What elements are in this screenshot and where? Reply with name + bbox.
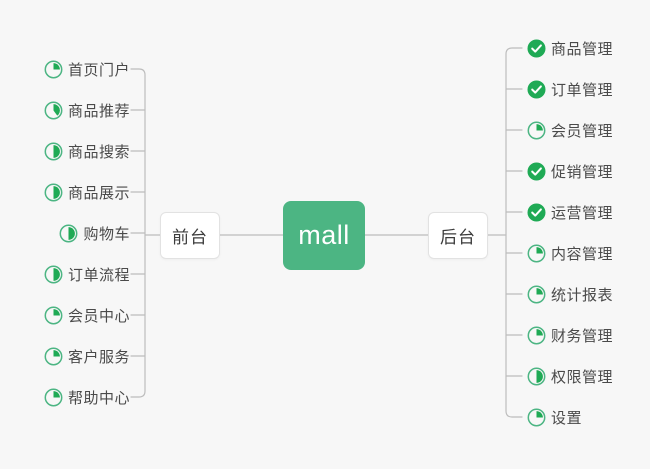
branch-back-item-list: 商品管理 订单管理 会员管理 促销管理 运营管理 内容管理 统计报表 财务管理 … — [527, 28, 650, 438]
leaf-item[interactable]: 购物车 — [0, 213, 130, 254]
leaf-item[interactable]: 会员管理 — [527, 110, 650, 151]
pie-progress-icon — [527, 326, 546, 345]
branch-node-front-label: 前台 — [172, 228, 208, 247]
leaf-item-label: 购物车 — [83, 226, 130, 243]
leaf-item[interactable]: 促销管理 — [527, 151, 650, 192]
leaf-item-label: 会员中心 — [67, 308, 130, 325]
leaf-item-label: 帮助中心 — [67, 390, 130, 407]
branch-front-item-list: 首页门户 商品推荐 商品搜索 商品展示 购物车 订单流程 会员中心 客户服务 帮… — [0, 49, 130, 418]
branch-node-front[interactable]: 前台 — [160, 212, 220, 259]
pie-progress-icon — [44, 142, 63, 161]
pie-progress-icon — [44, 60, 63, 79]
leaf-item[interactable]: 首页门户 — [0, 49, 130, 90]
leaf-item-label: 运营管理 — [551, 205, 614, 222]
leaf-item-label: 商品搜索 — [67, 144, 130, 161]
leaf-item-label: 会员管理 — [551, 123, 614, 140]
leaf-item-label: 财务管理 — [551, 328, 614, 345]
pie-progress-icon — [59, 224, 78, 243]
root-node-mall[interactable]: mall — [283, 201, 365, 270]
pie-progress-icon — [44, 306, 63, 325]
pie-progress-icon — [44, 265, 63, 284]
leaf-item-label: 设置 — [551, 410, 583, 427]
leaf-item-label: 订单流程 — [67, 267, 130, 284]
leaf-item[interactable]: 运营管理 — [527, 192, 650, 233]
root-node-label: mall — [298, 220, 350, 250]
leaf-item-label: 商品展示 — [67, 185, 130, 202]
leaf-item[interactable]: 设置 — [527, 397, 650, 438]
check-circle-icon — [527, 203, 546, 222]
leaf-item[interactable]: 帮助中心 — [0, 377, 130, 418]
pie-progress-icon — [527, 285, 546, 304]
pie-progress-icon — [44, 347, 63, 366]
branch-node-back-label: 后台 — [440, 228, 476, 247]
leaf-item-label: 商品推荐 — [67, 103, 130, 120]
leaf-item-label: 首页门户 — [67, 62, 130, 79]
leaf-item[interactable]: 订单管理 — [527, 69, 650, 110]
check-circle-icon — [527, 39, 546, 58]
pie-progress-icon — [44, 101, 63, 120]
leaf-item[interactable]: 客户服务 — [0, 336, 130, 377]
leaf-item[interactable]: 统计报表 — [527, 274, 650, 315]
leaf-item[interactable]: 内容管理 — [527, 233, 650, 274]
leaf-item-label: 权限管理 — [551, 369, 614, 386]
branch-node-back[interactable]: 后台 — [428, 212, 488, 259]
leaf-item[interactable]: 会员中心 — [0, 295, 130, 336]
leaf-item[interactable]: 权限管理 — [527, 356, 650, 397]
pie-progress-icon — [527, 244, 546, 263]
leaf-item-label: 订单管理 — [551, 82, 614, 99]
pie-progress-icon — [527, 408, 546, 427]
pie-progress-icon — [44, 388, 63, 407]
pie-progress-icon — [527, 121, 546, 140]
leaf-item-label: 促销管理 — [551, 164, 614, 181]
leaf-item[interactable]: 财务管理 — [527, 315, 650, 356]
leaf-item-label: 商品管理 — [551, 41, 614, 58]
check-circle-icon — [527, 162, 546, 181]
pie-progress-icon — [527, 367, 546, 386]
leaf-item-label: 客户服务 — [67, 349, 130, 366]
leaf-item[interactable]: 商品搜索 — [0, 131, 130, 172]
leaf-item-label: 内容管理 — [551, 246, 614, 263]
leaf-item[interactable]: 商品管理 — [527, 28, 650, 69]
check-circle-icon — [527, 80, 546, 99]
leaf-item[interactable]: 商品推荐 — [0, 90, 130, 131]
leaf-item-label: 统计报表 — [551, 287, 614, 304]
leaf-item[interactable]: 订单流程 — [0, 254, 130, 295]
leaf-item[interactable]: 商品展示 — [0, 172, 130, 213]
pie-progress-icon — [44, 183, 63, 202]
